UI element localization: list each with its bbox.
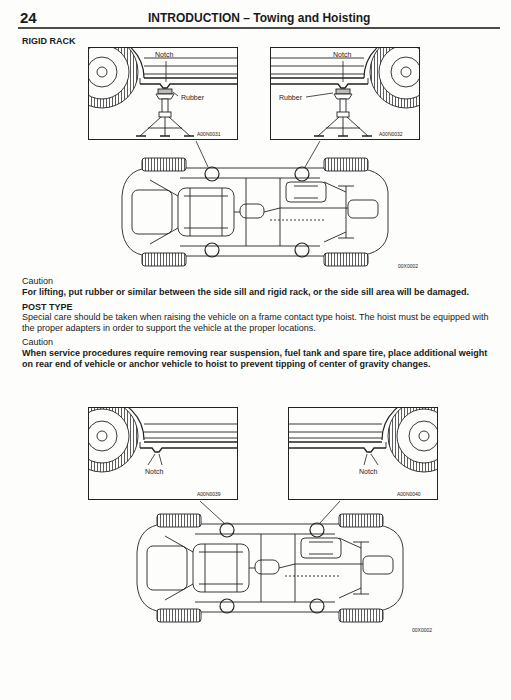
caution-heading: Caution	[22, 276, 500, 287]
caution-heading: Caution	[22, 337, 500, 348]
leader-lines	[166, 61, 343, 167]
text-column: CautionFor lifting, put rubber or simila…	[22, 276, 500, 369]
inset-view: NotchA00N0039	[88, 407, 238, 500]
figure-code: A00N0039	[197, 492, 221, 498]
lift-point-view	[88, 407, 238, 472]
figure-code: A00N0032	[379, 132, 403, 138]
figure-code: A00N0040	[397, 492, 421, 498]
jack-stand-view	[88, 47, 238, 136]
part-label: Notch	[155, 51, 173, 59]
lower-illustration	[0, 400, 511, 700]
part-label: Rubber	[279, 94, 302, 102]
body-text: Special care should be taken when raisin…	[22, 312, 500, 334]
underbody-view	[137, 514, 403, 622]
inset-view: NotchRubberA00N0032	[270, 47, 420, 140]
underbody-view	[122, 158, 388, 266]
part-label: Notch	[359, 468, 377, 476]
caution-text: When service procedures require removing…	[22, 348, 500, 370]
figure-code: 00X0002	[412, 628, 432, 634]
page-header: INTRODUCTION – Towing and Hoisting	[148, 12, 370, 26]
part-label: Notch	[333, 51, 351, 59]
part-label: Notch	[145, 468, 163, 476]
page-number: 24	[20, 9, 37, 26]
caution-text: For lifting, put rubber or similar betwe…	[22, 287, 500, 298]
inset-view: NotchRubberA00N0031	[88, 47, 238, 140]
part-label: Rubber	[181, 94, 204, 102]
header-rule	[18, 27, 500, 29]
section-heading: RIGID RACK	[22, 36, 76, 46]
leader-lines	[148, 454, 378, 523]
figure-code: A00N0031	[197, 132, 221, 138]
jack-stand-view	[270, 47, 420, 136]
inset-view: NotchA00N0040	[288, 407, 438, 500]
lift-point-view	[288, 407, 438, 472]
figure-code: 00X0002	[398, 264, 418, 270]
section-heading: POST TYPE	[22, 302, 500, 313]
